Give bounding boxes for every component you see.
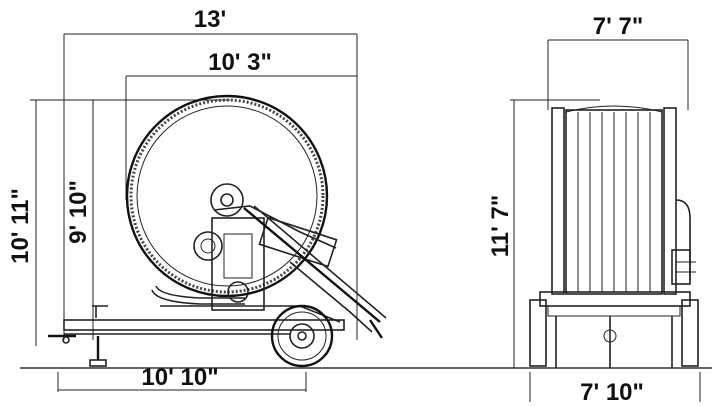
dim-overall-height: 10' 11" <box>7 99 230 346</box>
overall-height-label: 10' 11" <box>7 188 34 264</box>
reel-flange-left <box>551 107 565 295</box>
turbine <box>193 231 223 261</box>
gearbox-housing <box>211 217 265 311</box>
overall-width-label: 7' 10" <box>580 379 644 406</box>
dim-reel-height: 9' 10" <box>65 100 94 340</box>
dim-end-height: 11' 7" <box>487 99 600 368</box>
side-view-machine <box>48 94 387 368</box>
reel-flange-right <box>663 107 677 295</box>
dim-overall-width: 7' 10" <box>529 372 701 406</box>
wheelbase-length-label: 10' 10" <box>141 364 218 391</box>
dim-reel-length: 10' 3" <box>125 49 357 200</box>
wheel <box>270 304 334 368</box>
dim-wheelbase-length: 10' 10" <box>57 364 307 392</box>
reel-drum <box>125 94 329 298</box>
reel-length-label: 10' 3" <box>208 49 272 76</box>
dim-overall-length: 13' <box>63 6 358 340</box>
end-wheel-left <box>529 299 547 367</box>
reel-hub <box>210 183 244 217</box>
hose-guide-boom <box>243 207 381 323</box>
chassis-frame <box>63 319 345 331</box>
reel-height-label: 9' 10" <box>65 180 92 244</box>
end-view-machine <box>529 105 699 368</box>
hose-wraps <box>565 105 663 295</box>
end-height-label: 11' 7" <box>487 195 514 257</box>
reel-teeth <box>129 98 325 294</box>
end-wheel-right <box>681 299 699 367</box>
overall-length-label: 13' <box>194 6 226 33</box>
reel-width-label: 7' 7" <box>593 13 643 40</box>
dim-reel-width: 7' 7" <box>547 13 689 110</box>
